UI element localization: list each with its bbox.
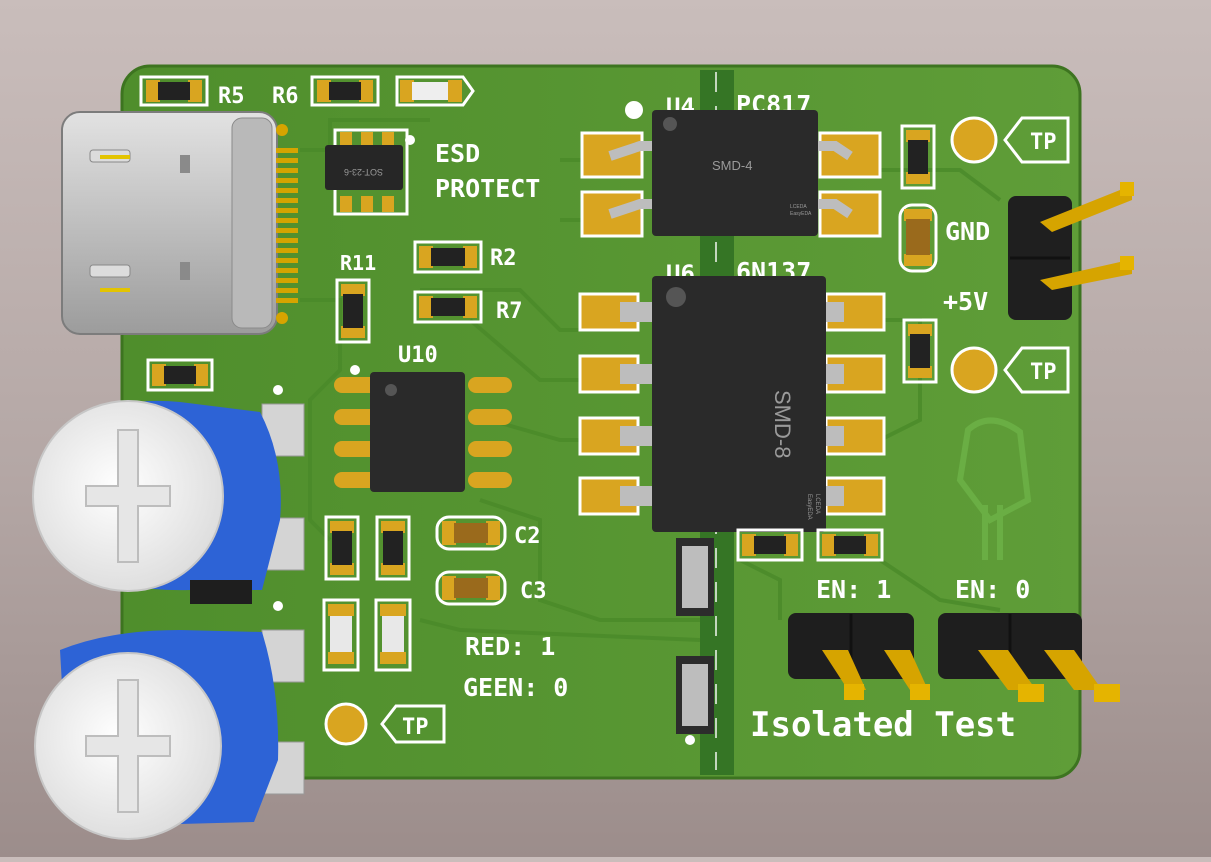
gap-resistors [676,538,714,745]
lceda-mark-u6: LCEDA [814,494,820,514]
label-tp-middle: TP [1030,360,1057,385]
lceda-mark-u4: LCEDA [790,204,807,210]
resistor-r5 [139,75,209,107]
chip-u10 [334,372,512,492]
label-c3: C3 [520,579,547,604]
resistor-r2 [413,240,483,274]
label-c2: C2 [514,524,541,549]
capacitor-right [898,203,938,273]
label-r7: R7 [496,299,523,324]
label-r6: R6 [272,84,299,109]
copper-traces [300,118,1002,642]
capacitor-c2 [435,515,507,551]
label-en0: EN: 0 [955,575,1030,604]
potentiometer-icon[interactable] [32,400,305,611]
label-r5: R5 [218,84,245,109]
smd8-mark: SMD-8 [770,390,795,458]
label-r11: R11 [340,251,376,275]
pin-header-icon [1008,182,1134,320]
label-gnd: GND [945,217,990,246]
usb-c-connector-icon [61,111,298,335]
led-pair-lower [322,598,412,672]
label-protect: PROTECT [435,174,540,203]
potentiometer-icon[interactable] [34,629,305,840]
easyeda-mark-u6: EasyEDA [806,494,812,520]
chip-u4-pc817: SMD-4 LCEDA EasyEDA [580,110,882,238]
test-point-icon [950,346,1070,394]
label-u10: U10 [398,343,438,368]
label-geen: GEEN: 0 [463,673,568,702]
label-tp-top: TP [1030,130,1057,155]
logo-icon [956,417,1032,560]
resistor-right-top [900,124,936,190]
led-top [395,75,475,107]
test-point-icon [324,702,446,746]
jumper-en0[interactable] [938,613,1120,702]
easyeda-mark-u4: EasyEDA [790,211,812,217]
resistor-pair-below-u6 [736,528,884,562]
label-tp-bottom: TP [402,715,429,740]
capacitor-c3 [435,570,507,606]
test-point-icon [950,116,1070,164]
label-plus5v: +5V [943,287,988,316]
resistor-pair-upper [324,515,411,581]
resistor-r6 [310,75,380,107]
esd-chip-sot23: SOT-23-6 [325,128,409,216]
jumper-en1[interactable] [788,613,930,700]
resistor-r11 [335,278,371,344]
label-r2: R2 [490,246,517,271]
resistor-right-mid [902,318,938,384]
label-red: RED: 1 [465,632,555,661]
smd4-mark: SMD-4 [712,158,752,173]
label-isolated-test: Isolated Test [750,705,1016,745]
resistor-r7 [413,290,483,324]
chip-u6-6n137: SMD-8 LCEDA EasyEDA [578,276,886,532]
label-esd: ESD [435,139,480,168]
resistor-under-usb [146,358,214,392]
sot-mark: SOT-23-6 [344,167,383,177]
label-en1: EN: 1 [816,575,891,604]
